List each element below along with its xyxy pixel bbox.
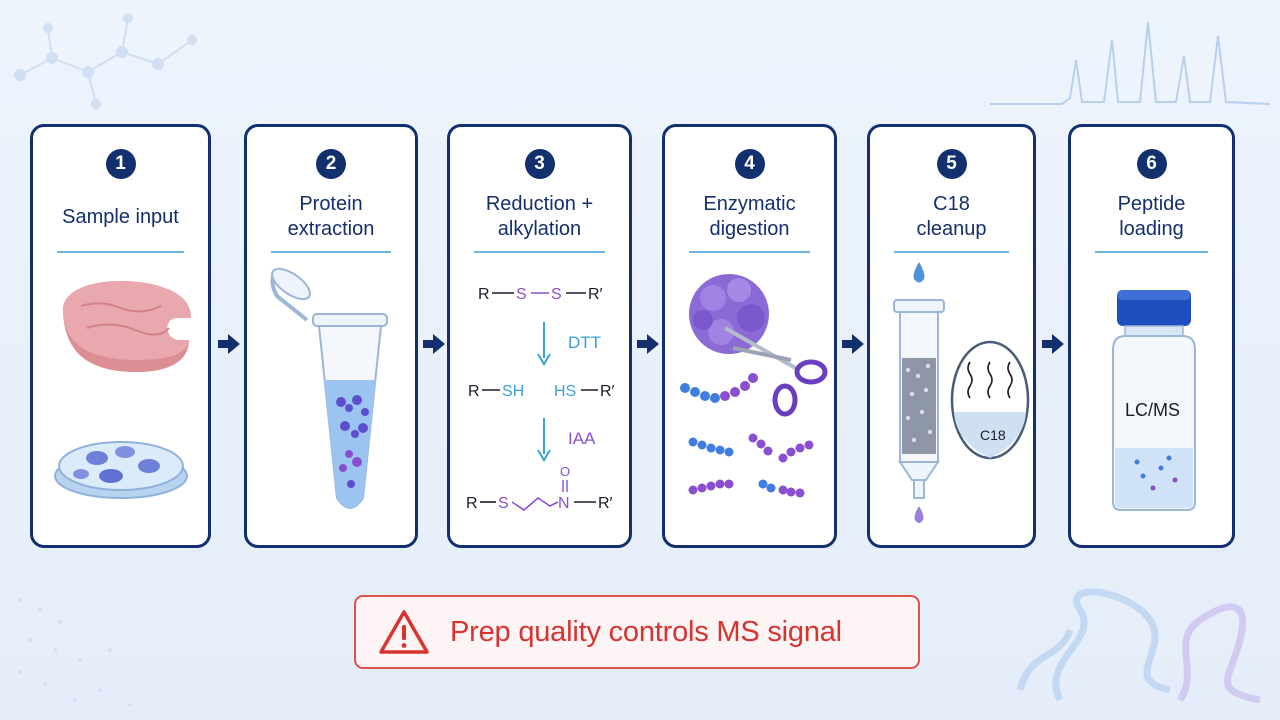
step-title: Peptide loading [1117,193,1186,240]
microtube-icon [270,267,388,509]
spectrum-peaks-decoration [990,21,1271,105]
r-label: R [468,383,480,400]
reaction-scheme: R S S R′ DTT R SH HS R′ IAA R S N O R′ [466,286,615,512]
eluate-drop-icon [914,506,924,523]
sulfur-label: S [551,286,562,303]
molecule-network-decoration [14,13,197,109]
sample-vial-icon: LC/MS [1112,290,1196,511]
warning-text: Prep quality controls MS signal [450,615,842,648]
protein-clusters [336,395,369,488]
spin-column-icon [893,299,945,499]
c18-resin-label: C18 [980,427,1006,443]
step-card-enzymatic-digestion: 4 Enzymatic digestion [662,124,837,548]
step-card-sample-input: 1 Sample input [30,124,211,548]
step-title: Protein extraction [287,193,375,240]
bead-chain [680,373,758,403]
step-title: C18 cleanup [916,193,987,240]
nitrogen-label: N [558,495,570,512]
scissors-icon [724,326,828,417]
warning-callout: Prep quality controls MS signal [354,595,920,669]
resin-zoom-inset: C18 [950,340,1030,460]
divider [894,251,1009,253]
step-number: 5 [936,149,967,179]
step-title: Reduction + alkylation [485,193,594,240]
step-number: 1 [105,149,136,179]
r-label: R [478,286,490,303]
thiol-label: HS [554,383,576,400]
divider [1095,251,1208,253]
peptide-fragments [688,433,814,498]
vial-illustration: LC/MS [1112,290,1196,511]
oxygen-label: O [560,464,570,479]
vial-label: LC/MS [1125,400,1180,420]
sample-input-illustration [54,281,191,499]
protein-ribbon-decoration [1016,588,1261,704]
flow-arrow [842,334,864,354]
folded-protein-icon [689,274,769,354]
r-prime-label: R′ [600,383,615,400]
sulfur-label: S [498,495,509,512]
petri-dish-icon [54,441,188,499]
step-title: Sample input [62,205,179,228]
step-card-peptide-loading: 6 Peptide loading LC/MS [1068,124,1235,548]
droplet-icon [913,262,925,283]
step-number: 3 [524,149,555,179]
step-card-protein-extraction: 2 Protein extraction [244,124,418,548]
tissue-sample-icon [62,281,191,372]
step-card-reduction-alkylation: 3 Reduction + alkylation R S S R′ DTT R … [447,124,632,548]
step-card-c18-cleanup: 5 C18 cleanup C18 [867,124,1036,548]
digestion-illustration [680,274,828,498]
reagent-dtt: DTT [568,333,601,352]
r-prime-label: R′ [588,286,603,303]
divider [474,251,605,253]
warning-icon [379,610,429,654]
r-label: R [466,495,478,512]
flow-arrow [218,334,240,354]
c18-column-illustration: C18 [893,262,1030,523]
reagent-iaa: IAA [568,429,596,448]
r-prime-label: R′ [598,495,613,512]
step-number: 2 [316,149,346,179]
flow-arrow [1042,334,1064,354]
flow-arrow [637,334,659,354]
flow-arrow [423,334,445,354]
divider [689,251,810,253]
thiol-label: SH [502,383,524,400]
sulfur-label: S [516,286,527,303]
step-number: 6 [1136,149,1167,179]
step-number: 4 [734,149,765,179]
dot-pattern-decoration [18,598,132,707]
divider [271,251,391,253]
divider [57,251,184,253]
step-title: Enzymatic digestion [703,193,796,240]
